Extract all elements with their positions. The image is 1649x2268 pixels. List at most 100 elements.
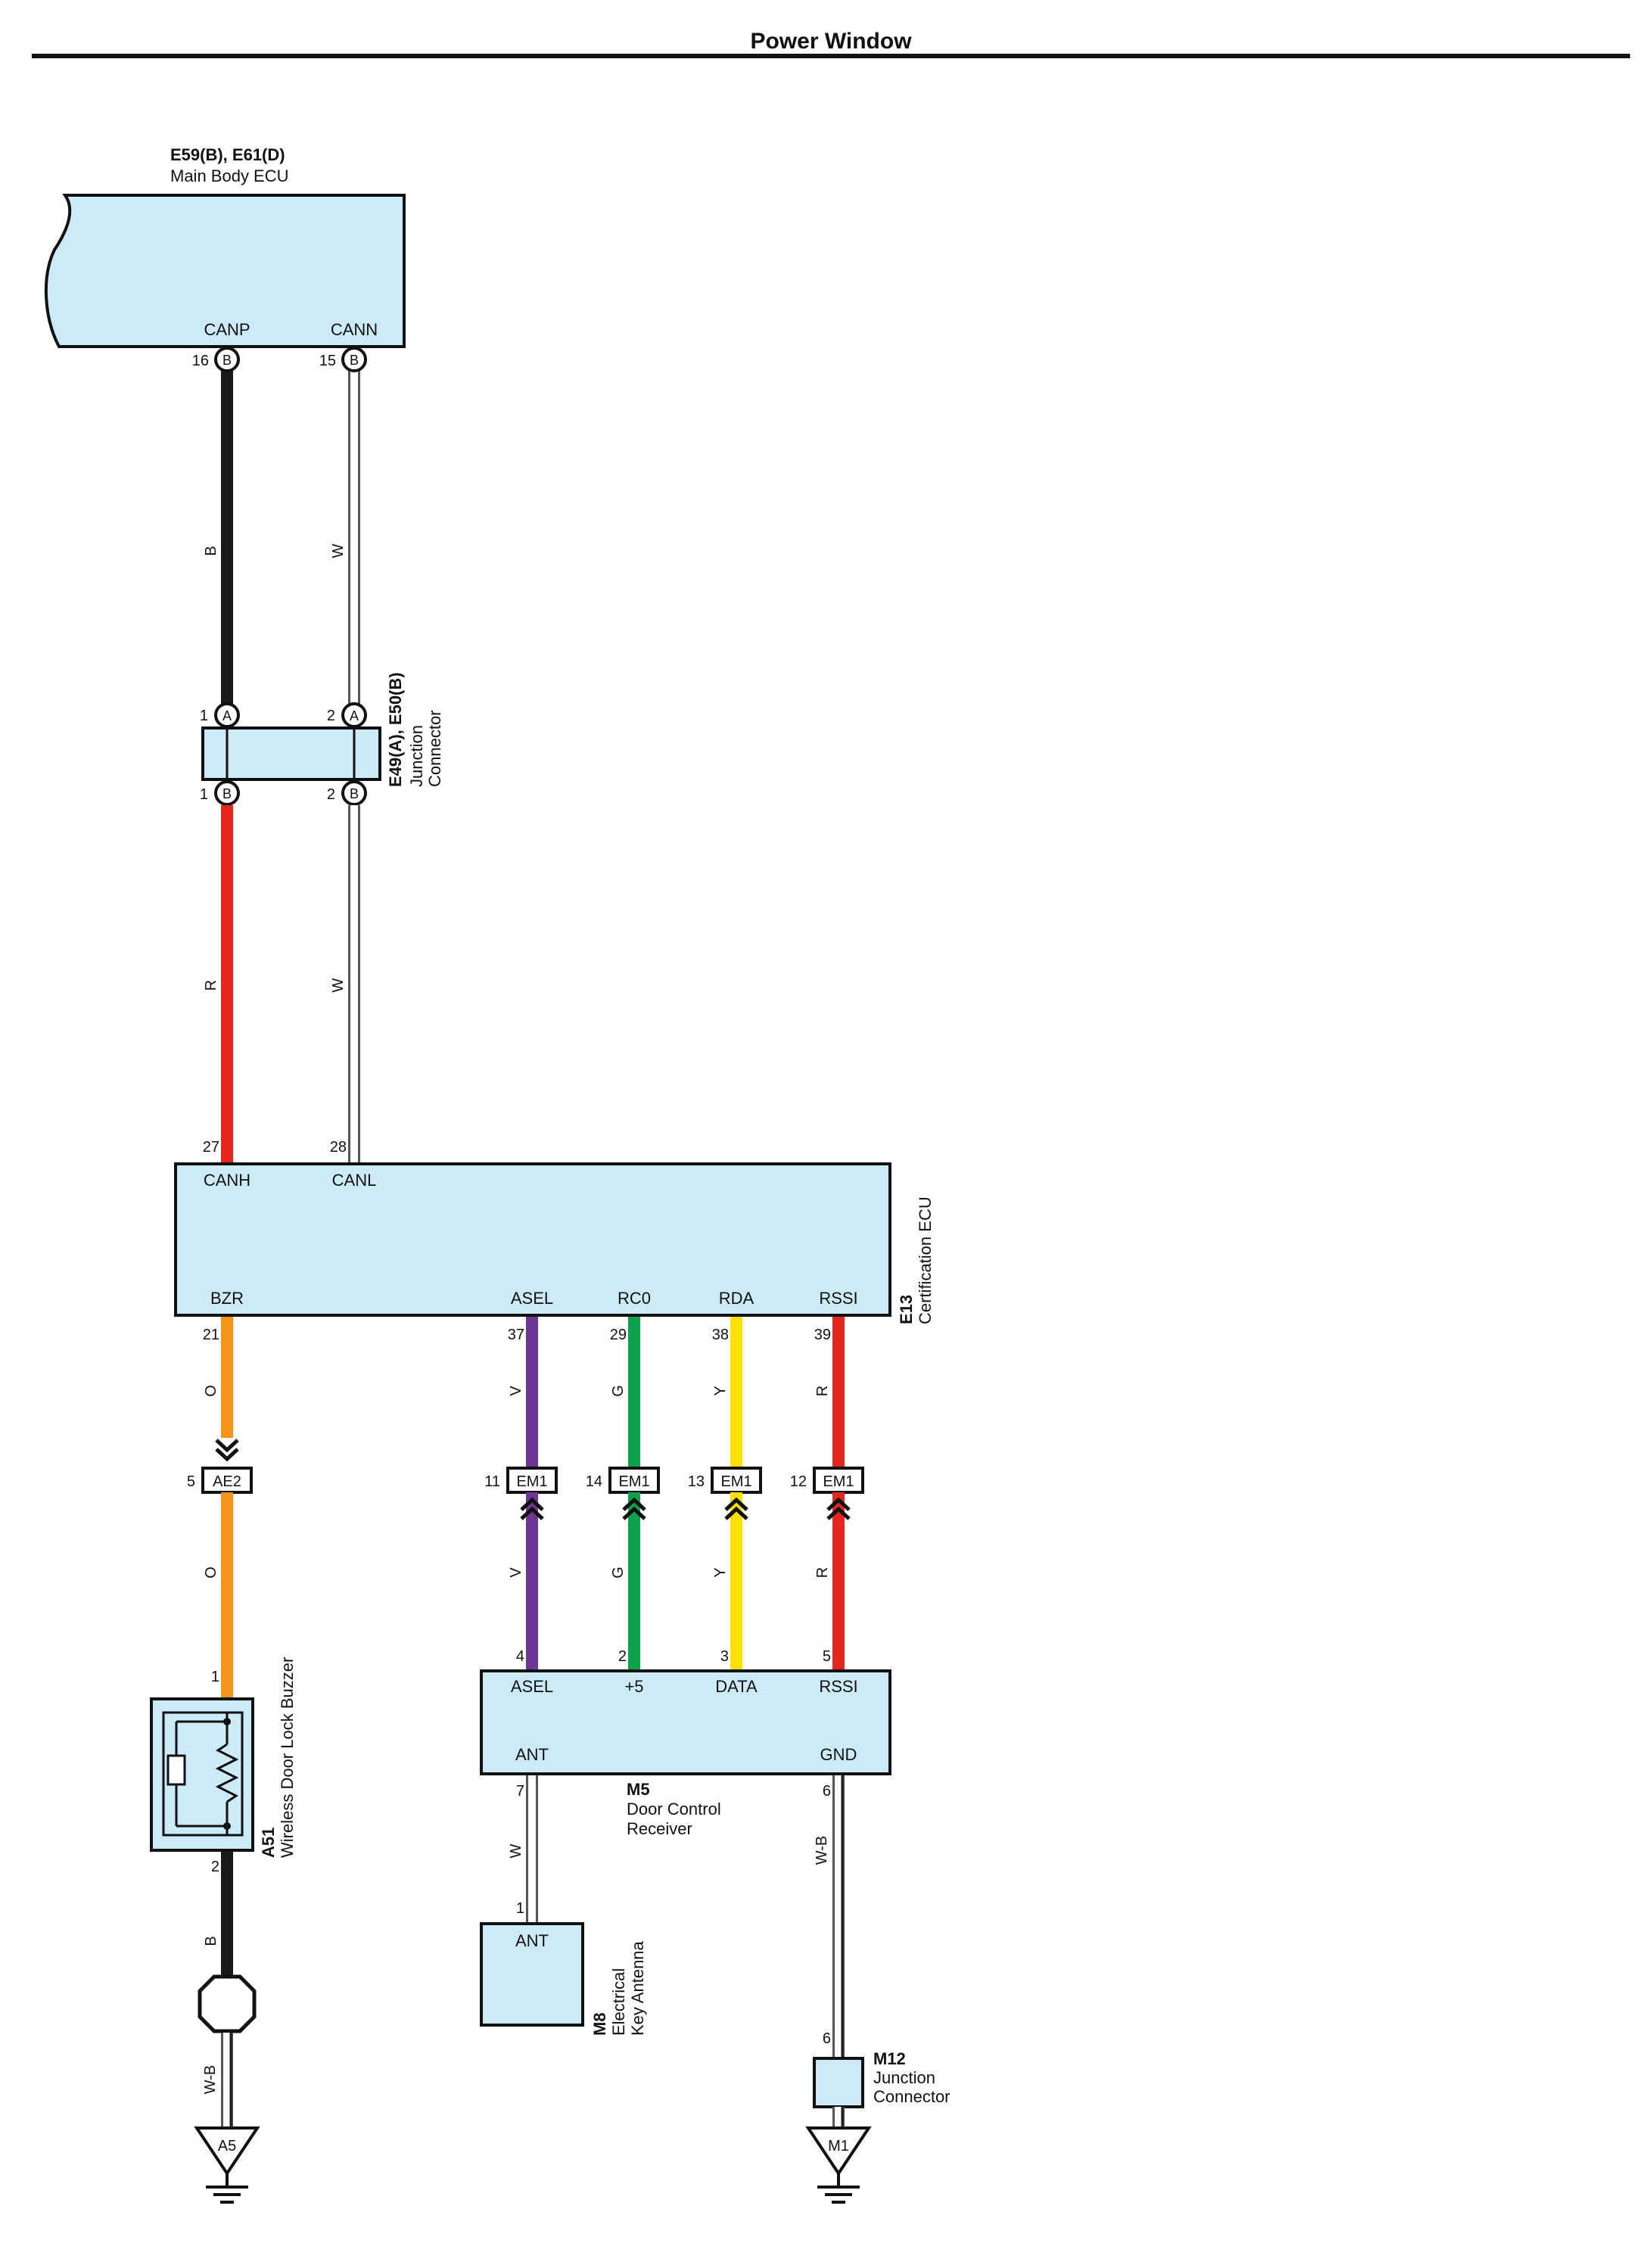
buzzer-name: Wireless Door Lock Buzzer [278, 1657, 297, 1858]
em1-rssi-label: EM1 [823, 1473, 854, 1490]
junction-top-right-circle [341, 702, 367, 728]
wire-color-asel-lower: V [508, 1567, 524, 1578]
ground-m1-icon [817, 2173, 860, 2204]
m12-pin: 6 [823, 2030, 831, 2047]
page-title: Power Window [750, 29, 912, 54]
wire-color-ant: W [508, 1843, 524, 1858]
junction-top-left-pin: 1 [200, 708, 208, 724]
junction-bottom-left-letter: B [222, 786, 232, 801]
ground-a5-icon [206, 2173, 248, 2204]
main-body-ecu-id: E59(B), E61(D) [170, 145, 285, 164]
main-body-ecu-box [44, 194, 406, 348]
rc0-pin: 29 [610, 1327, 627, 1343]
ground-m1-triangle [805, 2126, 872, 2176]
receiver-plus5-pin: 2 [618, 1648, 627, 1665]
m12-box [813, 2057, 864, 2108]
junction-bottom-left-circle [214, 780, 240, 806]
wire-color-upper-left: B [203, 546, 219, 555]
em1-rc0-label: EM1 [618, 1473, 649, 1490]
m12-id: M12 [873, 2049, 906, 2068]
buzzer-pin-top: 1 [211, 1669, 219, 1685]
main-body-ecu-name: Main Body ECU [170, 166, 289, 185]
antenna-id: M8 [590, 2012, 609, 2036]
junction-bottom-right-circle [341, 780, 367, 806]
wire-color-rc0-lower: G [610, 1566, 627, 1579]
junction-top-left-letter: A [222, 708, 232, 723]
antenna-name-1: Electrical [609, 1968, 628, 2036]
wire-color-rssi-lower: R [814, 1567, 831, 1578]
canh-pin: 27 [203, 1139, 219, 1156]
receiver-asel-pin: 4 [516, 1648, 524, 1665]
canl-label: CANL [332, 1171, 377, 1190]
door-receiver-name-1: Door Control [627, 1800, 721, 1818]
junction-top-right-pin: 2 [327, 708, 335, 724]
junction-e49-id: E49(A), E50(B) [386, 672, 405, 787]
em1-asel-pin: 11 [484, 1473, 500, 1490]
antenna-pin: 1 [516, 1900, 524, 1917]
wire-color-asel-upper: V [508, 1386, 524, 1396]
rssi-pin: 39 [814, 1327, 831, 1343]
junction-bottom-right-pin: 2 [327, 786, 335, 803]
canl-pin: 28 [330, 1139, 347, 1156]
buzzer-pin-bottom: 2 [211, 1859, 219, 1875]
ground-a5-label: A5 [218, 2138, 236, 2154]
buzzer-id: A51 [259, 1828, 278, 1858]
receiver-gnd-label: GND [820, 1745, 857, 1764]
rda-label: RDA [719, 1289, 754, 1308]
wire-color-buzzer-bottom: B [203, 1936, 219, 1946]
junction-top-left-circle [214, 702, 240, 728]
wire-color-rc0-upper: G [610, 1385, 627, 1397]
receiver-ant-label: ANT [515, 1745, 549, 1764]
door-receiver-id: M5 [627, 1780, 650, 1799]
receiver-data-pin: 3 [720, 1648, 729, 1665]
receiver-plus5-label: +5 [624, 1677, 643, 1696]
antenna-box [480, 1922, 584, 2027]
wire-color-ground-a5: W-B [202, 2065, 219, 2095]
ae2-connector-label: AE2 [213, 1473, 241, 1490]
antenna-name-2: Key Antenna [628, 1940, 647, 2036]
canp-connector-letter: B [222, 353, 232, 368]
ground-point-octagon [198, 1974, 257, 2033]
rssi-label: RSSI [819, 1289, 857, 1308]
wire-color-mid-right: W [330, 978, 347, 992]
door-receiver-name-2: Receiver [627, 1819, 692, 1838]
ae2-pin: 5 [187, 1473, 195, 1490]
em1-rda-label: EM1 [720, 1473, 751, 1490]
m12-name-2: Connector [873, 2087, 951, 2106]
canp-label: CANP [204, 320, 250, 339]
em1-rda-pin: 13 [688, 1473, 705, 1490]
bzr-label: BZR [210, 1289, 244, 1308]
receiver-rssi-pin: 5 [823, 1648, 831, 1665]
certification-ecu-id: E13 [897, 1295, 916, 1324]
canp-connector-circle [214, 347, 240, 372]
receiver-data-label: DATA [715, 1677, 758, 1696]
asel-label: ASEL [511, 1289, 553, 1308]
wire-color-mid-left: R [203, 980, 219, 991]
wire-color-rda-lower: Y [712, 1567, 729, 1577]
receiver-gnd-pin: 6 [823, 1783, 831, 1800]
rda-pin: 38 [712, 1327, 729, 1343]
canp-pin: 16 [192, 353, 209, 369]
em1-rssi-pin: 12 [790, 1473, 807, 1490]
receiver-ant-pin: 7 [516, 1783, 524, 1800]
buzzer-symbol-icon [162, 1711, 244, 1837]
cann-pin: 15 [319, 353, 336, 369]
wire-color-rssi-upper: R [814, 1386, 831, 1396]
wire-color-bzr-upper: O [203, 1385, 219, 1397]
junction-e49-box [201, 726, 381, 781]
antenna-label: ANT [515, 1931, 549, 1950]
receiver-asel-label: ASEL [511, 1677, 553, 1696]
certification-ecu-name: Certification ECU [916, 1196, 935, 1324]
ae2-chevron-icon [216, 1440, 238, 1459]
rc0-label: RC0 [618, 1289, 651, 1308]
junction-e49-name-2: Connector [425, 710, 444, 787]
em1-asel-label: EM1 [516, 1473, 547, 1490]
asel-pin: 37 [508, 1327, 524, 1343]
junction-bottom-right-letter: B [350, 786, 359, 801]
junction-e49-name-1: Junction [407, 725, 426, 787]
junction-top-right-letter: A [350, 708, 359, 723]
cann-connector-circle [341, 347, 367, 372]
certification-ecu-box [174, 1162, 891, 1317]
canh-label: CANH [204, 1171, 250, 1190]
